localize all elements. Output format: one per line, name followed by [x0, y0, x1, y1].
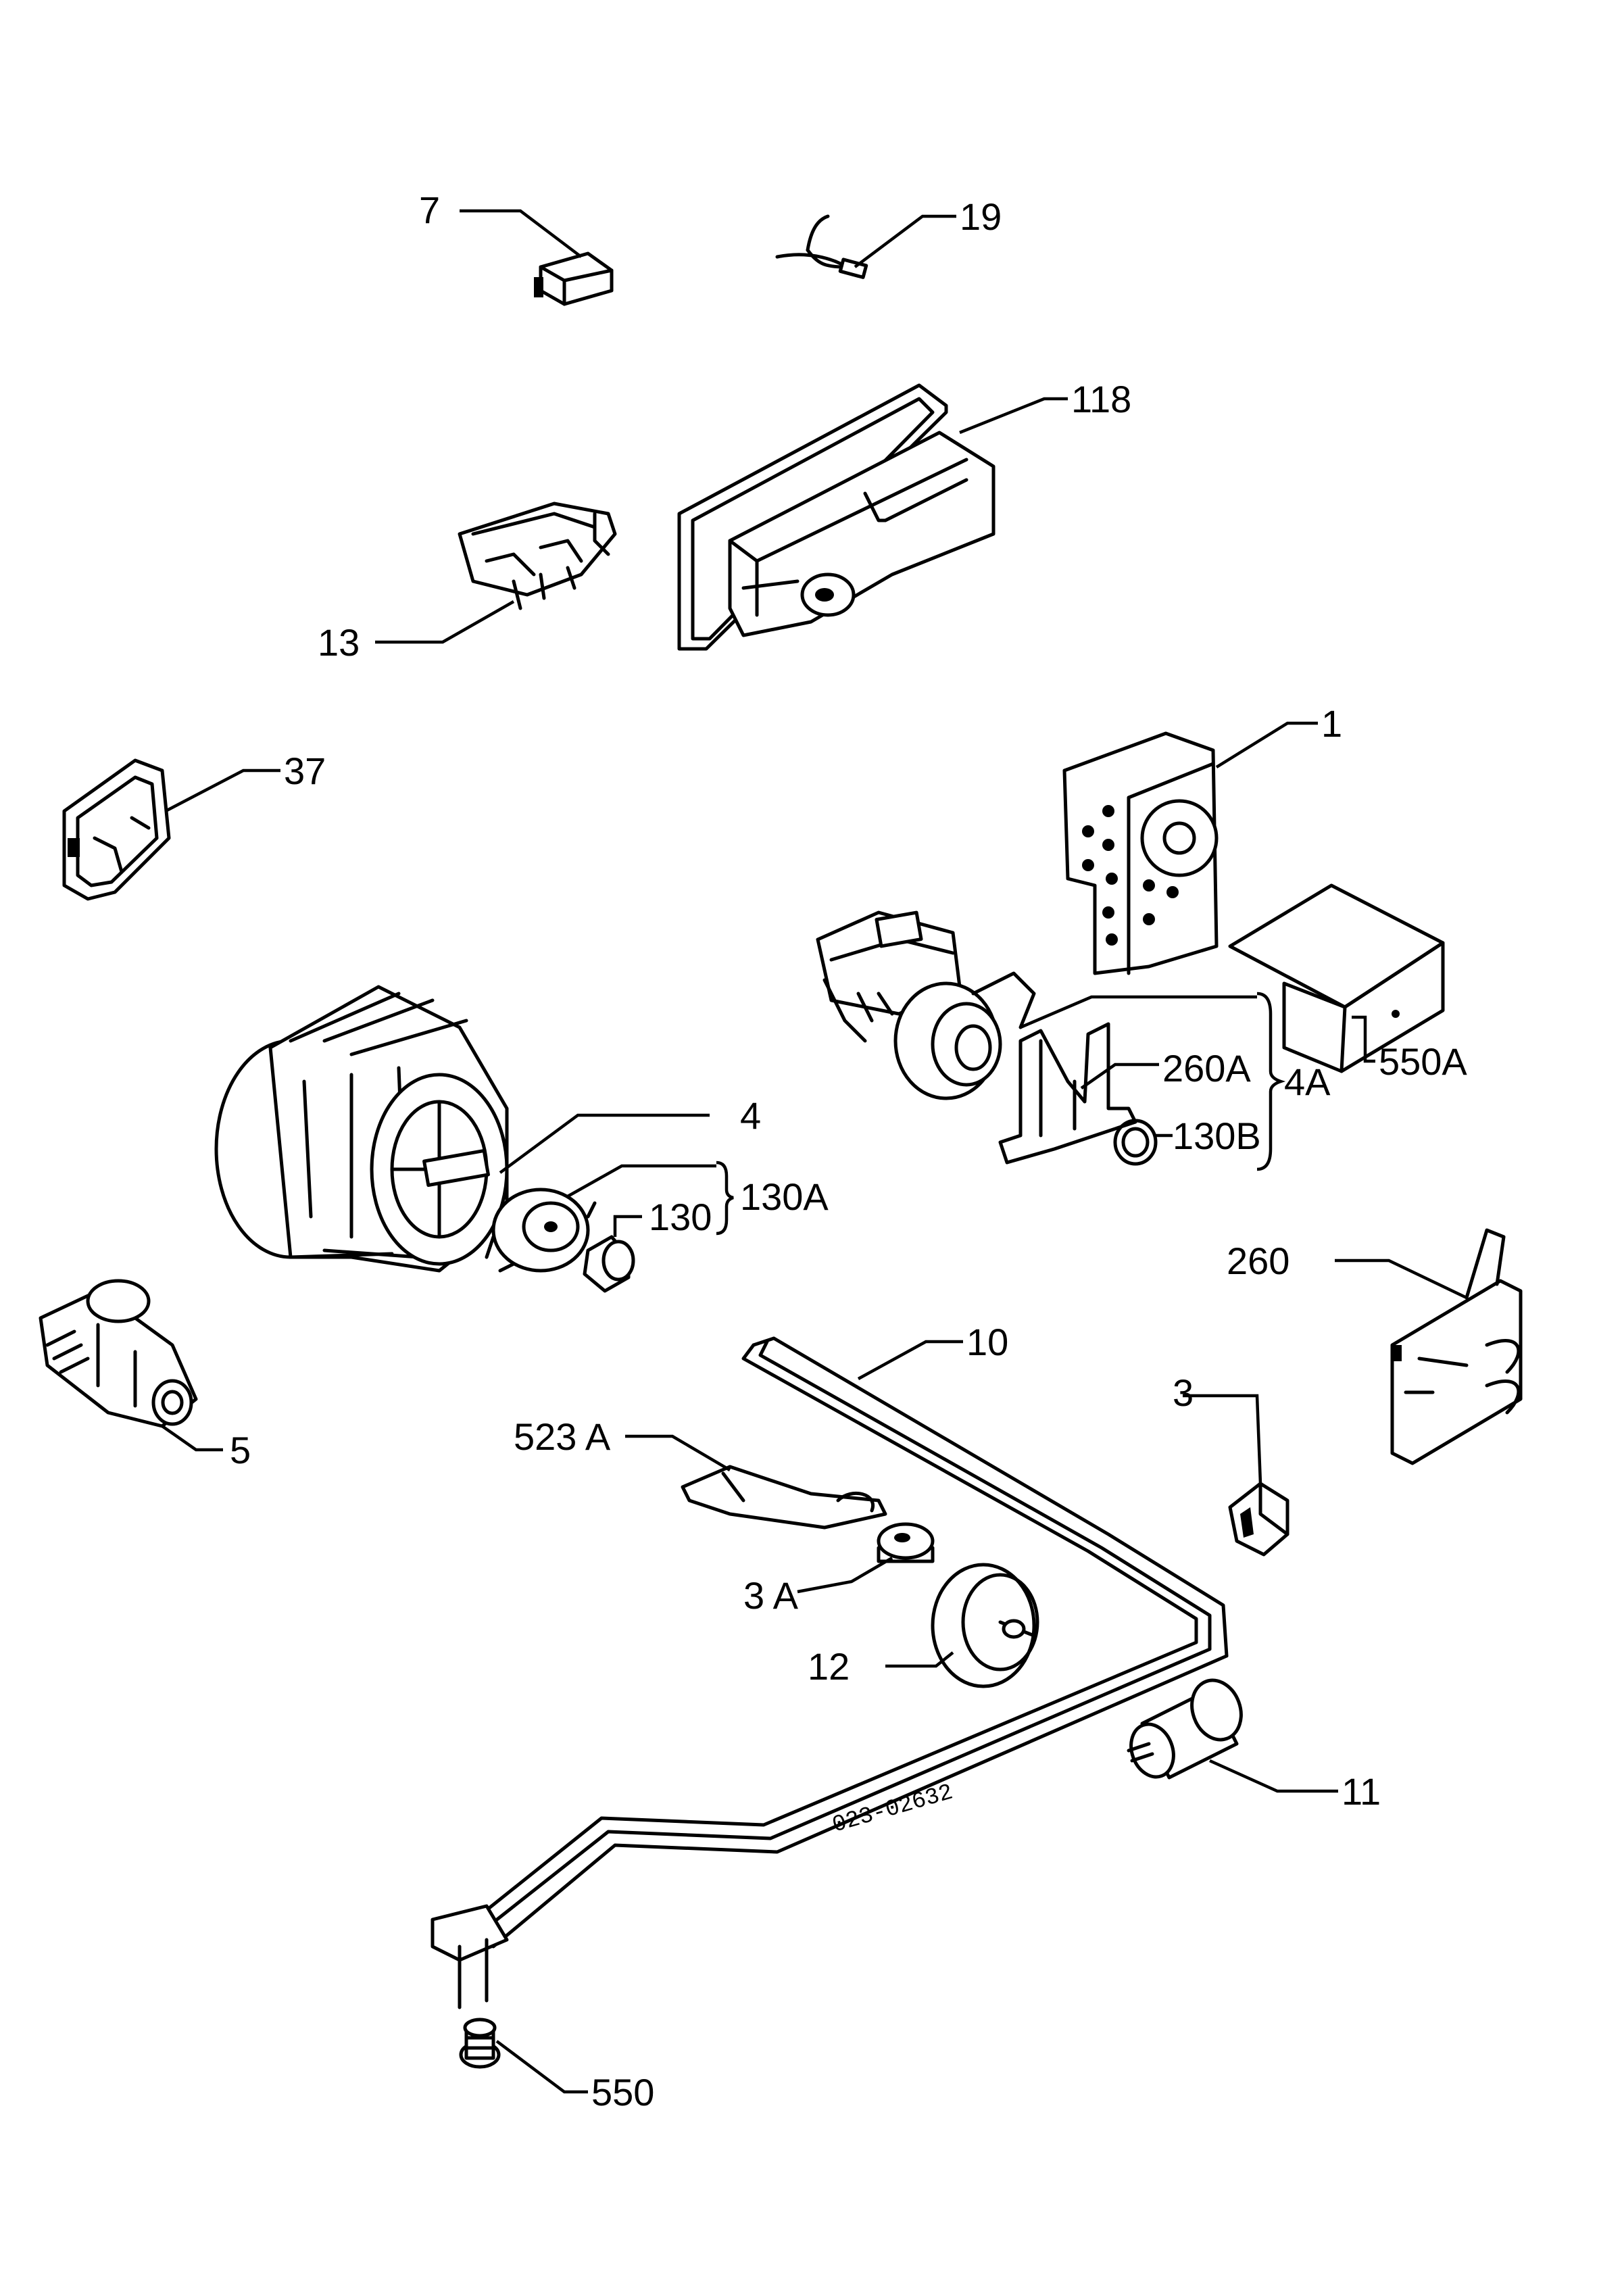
leader-4A-pump — [1020, 995, 1257, 1029]
label-7: 7 — [419, 189, 440, 231]
leader-3 — [1183, 1394, 1262, 1484]
label-4: 4 — [740, 1094, 761, 1137]
leader-130A-part — [566, 1164, 716, 1198]
part-260A-bracket — [998, 1022, 1137, 1165]
leader-118 — [959, 397, 1068, 435]
part-4-motor — [214, 985, 509, 1273]
part-130B-oring — [1113, 1119, 1158, 1166]
label-130A: 130A — [740, 1175, 829, 1218]
part-12-pressure-switch — [931, 1563, 1039, 1688]
leader-1 — [1215, 721, 1318, 768]
part-260-bracket — [1390, 1228, 1523, 1465]
part-130A-pulley — [485, 1188, 597, 1273]
label-1: 1 — [1321, 702, 1342, 745]
label-37: 37 — [284, 750, 326, 792]
part-130-bush — [583, 1235, 635, 1293]
label-4A: 4A — [1284, 1060, 1331, 1103]
label-10: 10 — [966, 1321, 1008, 1363]
part-523A-strap — [681, 1465, 887, 1530]
leader-11 — [1209, 1759, 1338, 1793]
leader-4 — [499, 1113, 710, 1174]
leader-550 — [495, 2040, 588, 2094]
brace-4A — [1256, 992, 1286, 1171]
part-10-heater: 023-02632 — [431, 1336, 1229, 2009]
part-7-connector — [534, 251, 614, 306]
part-3-thermostat — [1228, 1482, 1289, 1557]
label-19: 19 — [960, 195, 1002, 238]
leader-37 — [164, 768, 280, 812]
label-550A: 550A — [1379, 1040, 1467, 1083]
part-118-dispenser — [677, 383, 996, 651]
leader-7 — [460, 209, 583, 258]
part-3A-thermostat — [877, 1522, 935, 1563]
part-550A-box — [1228, 883, 1445, 1073]
leader-12 — [885, 1651, 954, 1668]
part-4A-pump — [816, 910, 1036, 1100]
leader-19 — [854, 214, 956, 268]
leader-550A — [1352, 1015, 1375, 1063]
label-3A: 3 A — [743, 1574, 799, 1617]
part-19-wire-sensor — [775, 214, 868, 279]
part-1-timer — [1062, 731, 1219, 975]
part-37-cover — [62, 758, 171, 901]
label-523A: 523 A — [514, 1415, 611, 1458]
leader-13 — [375, 600, 515, 644]
part-11-capacitor — [1127, 1678, 1243, 1780]
label-13: 13 — [318, 621, 360, 664]
leader-260A — [1080, 1062, 1159, 1090]
leader-10 — [857, 1340, 963, 1380]
part-5-valve — [39, 1279, 198, 1428]
leader-3A — [797, 1557, 893, 1594]
label-260A: 260A — [1162, 1047, 1251, 1090]
label-3: 3 — [1173, 1371, 1194, 1414]
leader-5 — [161, 1425, 223, 1452]
leader-523A — [625, 1434, 731, 1471]
label-11: 11 — [1342, 1770, 1381, 1813]
label-260: 260 — [1227, 1240, 1289, 1282]
label-118: 118 — [1071, 378, 1131, 420]
label-130: 130 — [649, 1196, 712, 1238]
leader-130 — [613, 1215, 642, 1237]
leader-260 — [1335, 1259, 1467, 1300]
label-550: 550 — [591, 2071, 654, 2114]
label-5: 5 — [230, 1429, 251, 1471]
label-130B: 130B — [1173, 1115, 1261, 1157]
label-12: 12 — [808, 1645, 850, 1688]
part-550-fitting — [459, 2018, 501, 2069]
part-13-door-lock — [458, 502, 617, 610]
brace-130A — [716, 1161, 734, 1236]
